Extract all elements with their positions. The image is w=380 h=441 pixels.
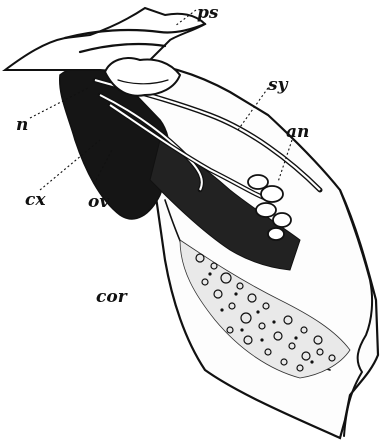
label-cor: cor [96, 287, 128, 307]
label-sy: sy [267, 75, 289, 95]
label-an: an [286, 122, 309, 142]
label-ov: ov [88, 192, 110, 212]
label-cx: cx [25, 190, 46, 210]
label-n: n [16, 115, 28, 135]
label-ps: ps [197, 3, 219, 23]
